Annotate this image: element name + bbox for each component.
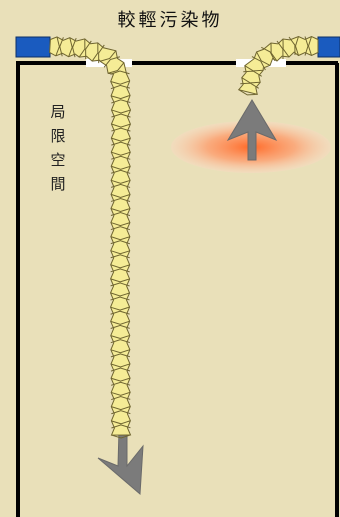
duct-ring [72, 37, 77, 58]
duct-ring [294, 36, 299, 56]
duct-ring [110, 80, 130, 85]
duct-ring [111, 99, 131, 104]
duct-ring [110, 240, 130, 245]
label-char-2: 限 [50, 127, 66, 145]
duct-ring [110, 363, 131, 368]
duct-ring [111, 434, 131, 439]
duct-ring [111, 113, 131, 118]
duct-ring [110, 381, 131, 386]
duct-ring [110, 324, 130, 329]
duct-ring [99, 50, 117, 62]
duct-ring [110, 282, 130, 287]
duct-ring [91, 42, 99, 62]
duct-ring [110, 183, 131, 188]
duct-ring [110, 254, 130, 259]
duct-ring [111, 127, 131, 132]
duct-ring [110, 226, 131, 231]
duct-ring [111, 123, 131, 128]
duct-ring [110, 339, 130, 344]
duct-ring [59, 37, 64, 57]
duct-ring [110, 349, 131, 354]
duct-ring [85, 40, 92, 60]
exhaust-duct [49, 36, 132, 439]
duct-ring [110, 296, 130, 301]
duct-ring [110, 353, 131, 358]
diagram-title: 較輕污染物 [117, 10, 223, 31]
duct-ring [110, 306, 130, 311]
duct-body [49, 36, 132, 436]
duct-ring [111, 165, 131, 170]
label-char-1: 局 [50, 103, 66, 121]
duct-ring [111, 169, 131, 174]
duct-ring [288, 36, 296, 56]
duct-ring [78, 38, 86, 58]
duct-ring [111, 151, 131, 156]
down-arrow-icon [97, 429, 144, 496]
fan-box-right [317, 36, 340, 58]
duct-ring [110, 367, 131, 372]
duct-ring [238, 89, 258, 96]
duct-ring [111, 420, 131, 425]
duct-ring [111, 109, 131, 114]
duct-ring [110, 70, 130, 75]
duct-ring [110, 250, 130, 255]
duct-ring [111, 391, 131, 396]
duct-ring [110, 320, 130, 325]
duct-ring [110, 197, 131, 203]
duct-ring [110, 278, 130, 283]
duct-ring [107, 62, 125, 74]
duct-ring [110, 84, 131, 90]
duct-ring [111, 395, 131, 401]
duct-ring [240, 82, 259, 89]
duct-ring [110, 377, 131, 382]
duct-ring [110, 268, 130, 273]
duct-ring [110, 292, 130, 297]
duct-ring [304, 36, 309, 56]
duct-ring [111, 155, 131, 160]
duct-ring [110, 179, 131, 184]
duct-ring [110, 193, 131, 198]
duct-ring [110, 236, 130, 241]
duct-ring [111, 424, 131, 429]
confined-space-label: 局 限 空 間 [47, 100, 69, 196]
duct-ring [243, 70, 262, 77]
fan-box-left [15, 36, 51, 58]
duct-ring [256, 51, 271, 66]
duct-ring [110, 212, 131, 217]
duct-ring [110, 207, 131, 213]
duct-ring [110, 222, 131, 227]
duct-ring [110, 334, 130, 340]
label-char-3: 空 [50, 151, 66, 169]
duct-ring [111, 141, 131, 146]
duct-ring [111, 406, 131, 411]
duct-ring [110, 94, 131, 100]
duct-ring [111, 410, 131, 415]
label-char-4: 間 [50, 175, 66, 193]
duct-ring [98, 44, 105, 64]
rise-arrow-icon [226, 99, 278, 161]
duct-ring [103, 56, 121, 68]
duct-ring [110, 310, 130, 315]
duct-ring [111, 137, 131, 142]
duct-ring [251, 56, 266, 71]
duct-ring [110, 264, 130, 269]
duct-ring [276, 40, 284, 60]
duct-ring [261, 46, 276, 61]
supply-duct [237, 35, 319, 96]
